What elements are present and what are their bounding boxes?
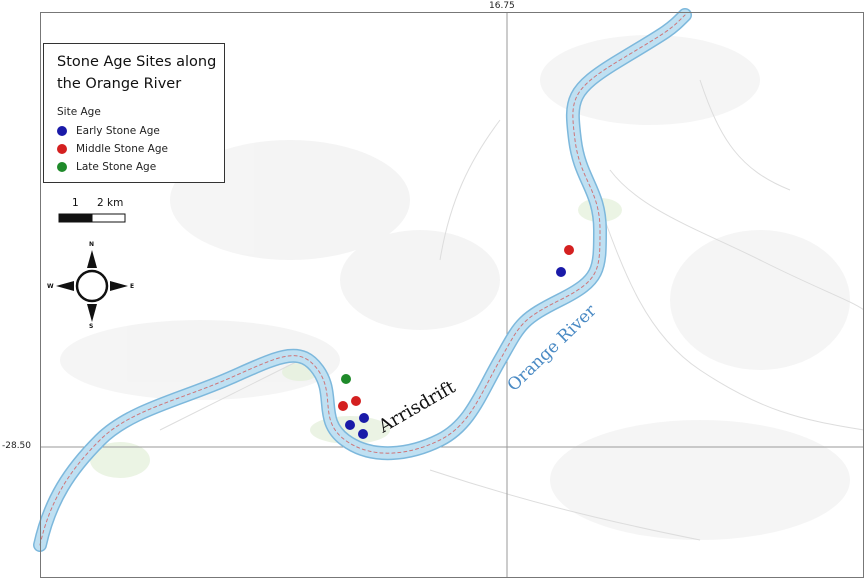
site-point-late[interactable]	[341, 374, 351, 384]
legend-dot-icon	[57, 144, 67, 154]
graticule	[40, 12, 864, 578]
site-point-middle[interactable]	[338, 401, 348, 411]
site-points	[338, 245, 574, 439]
compass-rose-icon	[56, 250, 128, 322]
site-point-early[interactable]	[358, 429, 368, 439]
legend-title: Stone Age Sites along the Orange River	[57, 54, 217, 92]
legend-item-label: Early Stone Age	[76, 125, 160, 137]
legend-item-late: Late Stone Age	[57, 159, 156, 175]
river-label: Orange River	[504, 300, 602, 395]
legend-dot-icon	[57, 162, 67, 172]
legend-item-label: Middle Stone Age	[76, 143, 168, 155]
compass-w: W	[47, 283, 54, 290]
site-point-middle[interactable]	[564, 245, 574, 255]
legend: Stone Age Sites along the Orange River S…	[43, 43, 225, 183]
minor-roads	[159, 79, 864, 541]
site-point-middle[interactable]	[351, 396, 361, 406]
site-point-early[interactable]	[345, 420, 355, 430]
latitude-label: -28.50	[2, 441, 32, 451]
legend-item-middle: Middle Stone Age	[57, 141, 168, 157]
legend-item-early: Early Stone Age	[57, 123, 160, 139]
terrain-shading	[60, 35, 850, 540]
site-point-early[interactable]	[359, 413, 369, 423]
compass-e: E	[130, 283, 135, 290]
place-label-arrisdrift: Arrisdrift	[374, 376, 460, 438]
scale-label-1: 1	[72, 197, 79, 209]
orange-river	[33, 8, 692, 552]
legend-subtitle: Site Age	[57, 106, 101, 118]
site-point-early[interactable]	[556, 267, 566, 277]
legend-dot-icon	[57, 126, 67, 136]
scale-label-2: 2 km	[97, 197, 124, 209]
compass-s: S	[89, 323, 94, 330]
scale-bar	[58, 213, 126, 223]
compass-n: N	[89, 241, 95, 248]
legend-item-label: Late Stone Age	[76, 161, 157, 173]
longitude-label: 16.75	[489, 1, 515, 11]
